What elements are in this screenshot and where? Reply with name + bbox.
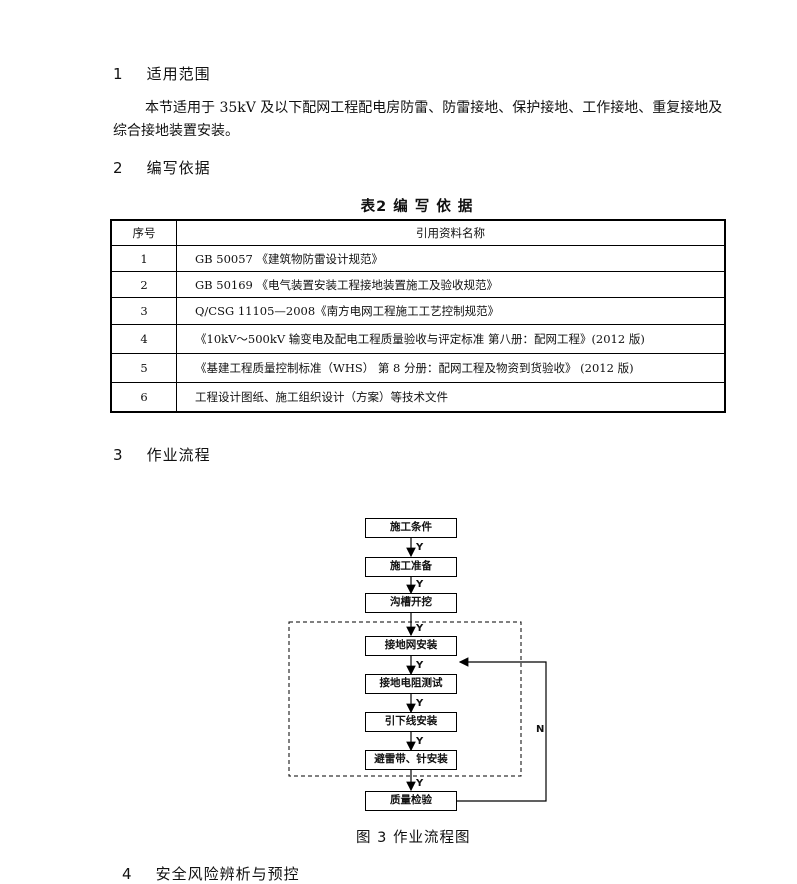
table-caption: 表2 编 写 依 据 bbox=[360, 199, 474, 215]
flow-step-lightning-belt-rod-install: 避雷带、针安装 bbox=[365, 750, 457, 770]
yes-label: Y bbox=[416, 579, 424, 590]
col-header-name: 引用资料名称 bbox=[176, 219, 726, 246]
no-label: N bbox=[536, 724, 545, 735]
rework-loop-arrow bbox=[457, 657, 547, 802]
flow-step-quality-inspection: 质量检验 bbox=[365, 791, 457, 811]
row-name: GB 50169 《电气装置安装工程接地装置施工及验收规范》 bbox=[176, 271, 726, 298]
row-name: Q/CSG 11105—2008《南方电网工程施工工艺控制规范》 bbox=[176, 297, 726, 325]
yes-label: Y bbox=[416, 623, 424, 634]
table-row: 3 Q/CSG 11105—2008《南方电网工程施工工艺控制规范》 bbox=[110, 297, 726, 325]
yes-label: Y bbox=[416, 542, 424, 553]
scope-paragraph-line2: 综合接地装置安装。 bbox=[113, 123, 239, 139]
row-number: 5 bbox=[110, 353, 177, 383]
flow-step-ground-resistance-test: 接地电阻测试 bbox=[365, 674, 457, 694]
scope-paragraph-line1: 本节适用于 35kV 及以下配网工程配电房防雷、防雷接地、保护接地、工作接地、重… bbox=[145, 100, 723, 116]
row-name: GB 50057 《建筑物防雷设计规范》 bbox=[176, 245, 726, 272]
section-number: 4 bbox=[122, 865, 133, 883]
flow-step-trench-excavation: 沟槽开挖 bbox=[365, 593, 457, 613]
section-number: 3 bbox=[113, 446, 124, 464]
section-2-heading: 2 编写依据 bbox=[113, 157, 211, 178]
row-number: 6 bbox=[110, 382, 177, 412]
row-name: 工程设计图纸、施工组织设计（方案）等技术文件 bbox=[176, 382, 726, 412]
flow-step-construction-conditions: 施工条件 bbox=[365, 518, 457, 538]
row-number: 4 bbox=[110, 324, 177, 354]
repeat-group-frame bbox=[288, 621, 522, 777]
figure-caption: 图 3 作业流程图 bbox=[356, 830, 471, 846]
row-number: 3 bbox=[110, 297, 177, 325]
section-title: 作业流程 bbox=[146, 446, 211, 464]
section-title: 适用范围 bbox=[146, 65, 211, 83]
table-row: 6 工程设计图纸、施工组织设计（方案）等技术文件 bbox=[110, 382, 726, 412]
yes-label: Y bbox=[416, 778, 424, 789]
section-1-heading: 1 适用范围 bbox=[113, 63, 211, 84]
section-number: 2 bbox=[113, 159, 124, 177]
flow-step-construction-preparation: 施工准备 bbox=[365, 557, 457, 577]
section-title: 安全风险辨析与预控 bbox=[155, 865, 300, 883]
table-row: 2 GB 50169 《电气装置安装工程接地装置施工及验收规范》 bbox=[110, 271, 726, 298]
reference-table: 序号 引用资料名称 1 GB 50057 《建筑物防雷设计规范》 2 GB 50… bbox=[110, 219, 726, 413]
section-3-heading: 3 作业流程 bbox=[113, 444, 211, 465]
section-4-heading: 4 安全风险辨析与预控 bbox=[122, 863, 300, 884]
flow-step-down-conductor-install: 引下线安装 bbox=[365, 712, 457, 732]
section-number: 1 bbox=[113, 65, 124, 83]
row-name: 《基建工程质量控制标准（WHS） 第 8 分册：配网工程及物资到货验收》 (20… bbox=[176, 353, 726, 383]
yes-label: Y bbox=[416, 698, 424, 709]
section-title: 编写依据 bbox=[146, 159, 211, 177]
yes-label: Y bbox=[416, 736, 424, 747]
yes-label: Y bbox=[416, 660, 424, 671]
table-row: 1 GB 50057 《建筑物防雷设计规范》 bbox=[110, 245, 726, 272]
table-row: 5 《基建工程质量控制标准（WHS） 第 8 分册：配网工程及物资到货验收》 (… bbox=[110, 353, 726, 383]
flow-step-grounding-grid-install: 接地网安装 bbox=[365, 636, 457, 656]
